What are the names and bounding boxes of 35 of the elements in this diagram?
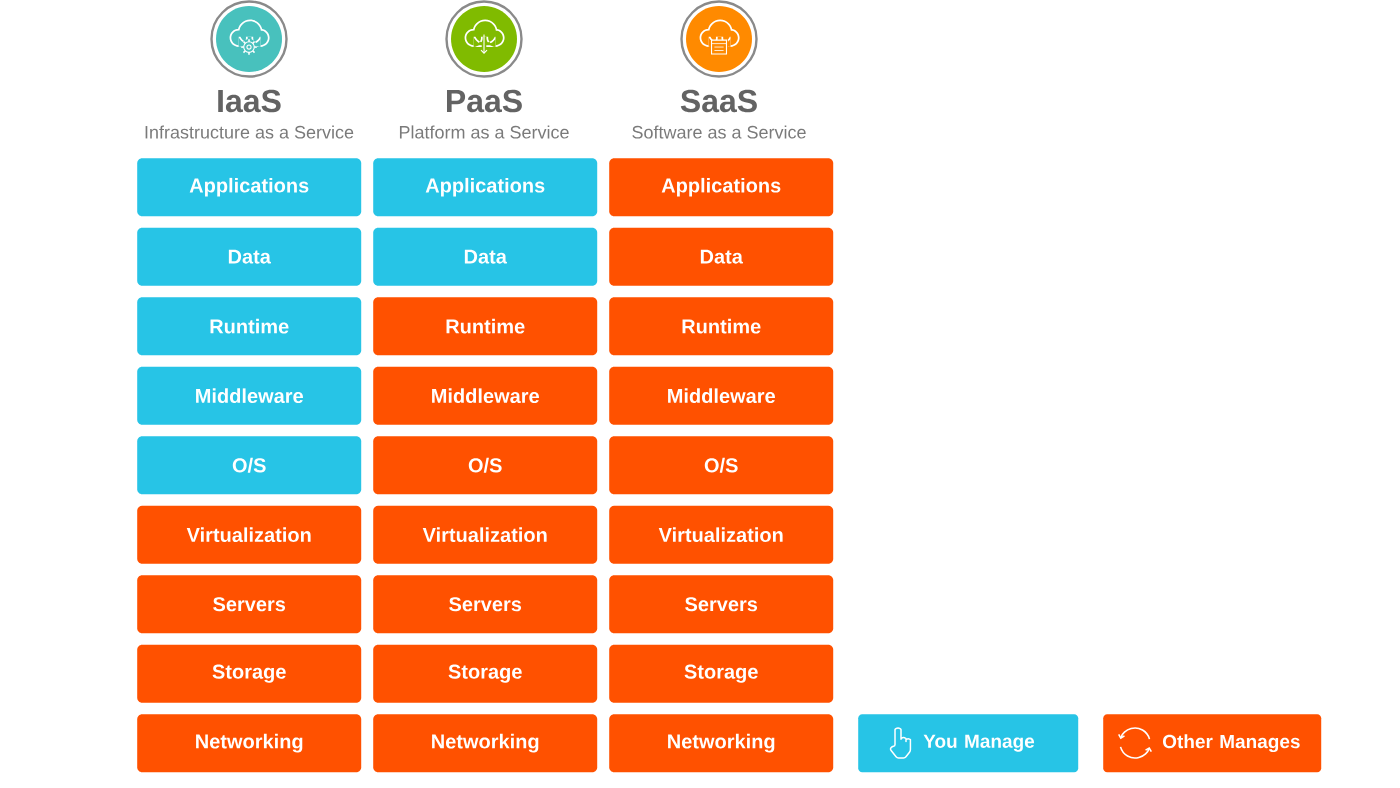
column-title: PaaS — [447, 89, 522, 113]
layer-box: Data — [137, 227, 362, 286]
layer-box: Applications — [609, 158, 834, 217]
layer-box: Runtime — [137, 297, 362, 356]
layer-box: Data — [373, 227, 598, 286]
layer-box: Servers — [609, 575, 834, 634]
layer-box: Virtualization — [137, 505, 362, 564]
layer-box: Networking — [609, 714, 834, 773]
column-title: SaaS — [680, 89, 757, 113]
layer-box: Networking — [137, 714, 362, 773]
column-title: IaaS — [218, 89, 281, 113]
layer-box: Middleware — [609, 366, 834, 425]
layer-box: Data — [609, 227, 834, 286]
legend-key: You Manage — [858, 714, 1079, 773]
layer-box: Networking — [373, 714, 598, 773]
legend-key: Other Manages — [1103, 714, 1322, 773]
layer-box: Applications — [137, 158, 362, 217]
layer-box: O/S — [373, 436, 598, 495]
layer-box: Runtime — [609, 297, 834, 356]
layer-box: Middleware — [137, 366, 362, 425]
layer-box: Middleware — [373, 366, 598, 425]
layer-box: Virtualization — [609, 505, 834, 564]
column-subtitle: Platform as a Service — [399, 125, 569, 139]
layer-box: Virtualization — [373, 505, 598, 564]
layer-box: Applications — [373, 158, 598, 217]
column-subtitle: Software as a Service — [632, 125, 806, 139]
column-subtitle: Infrastructure as a Service — [145, 125, 354, 139]
layer-box: Servers — [137, 575, 362, 634]
layer-box: Storage — [373, 644, 598, 703]
layer-box: Storage — [137, 644, 362, 703]
layer-box: Runtime — [373, 297, 598, 356]
layer-box: Storage — [609, 644, 834, 703]
layer-box: O/S — [137, 436, 362, 495]
layer-box: O/S — [609, 436, 834, 495]
layer-box: Servers — [373, 575, 598, 634]
